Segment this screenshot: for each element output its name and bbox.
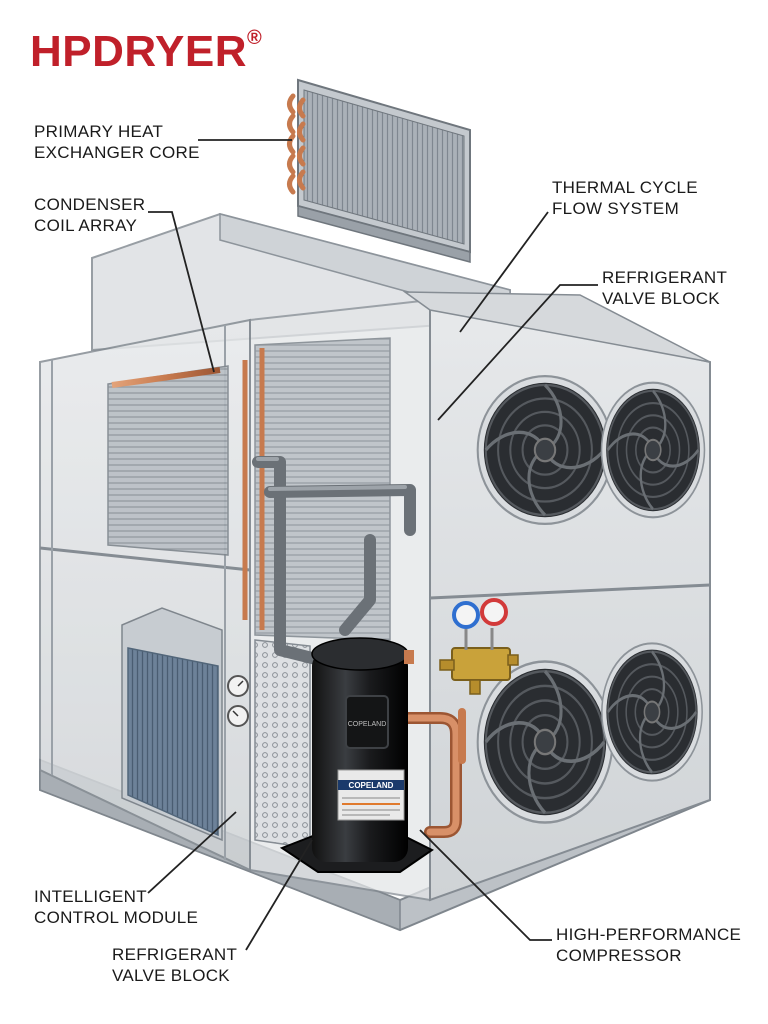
leader-refrigerant-valve-bottom (245, 839, 313, 951)
upper-left-fan (475, 374, 615, 526)
grey-pipework (252, 456, 416, 666)
label-line: PRIMARY HEAT (34, 122, 164, 141)
condenser-coil-array (107, 365, 229, 556)
blue-pressure-gauge (452, 601, 480, 629)
label-line: COMPRESSOR (556, 946, 682, 965)
refrigerant-valve-block (439, 598, 519, 695)
side-gauges (227, 675, 249, 727)
leader-refrigerant-valve-top (437, 284, 598, 421)
label-primary-heat-exchanger: PRIMARY HEAT EXCHANGER CORE (34, 121, 200, 163)
label-line: THERMAL CYCLE (552, 178, 698, 197)
label-line: CONTROL MODULE (34, 908, 199, 927)
leader-thermal-cycle (459, 211, 549, 333)
lower-right-fan (600, 641, 704, 783)
label-line: CONDENSER (34, 195, 146, 214)
primary-heat-exchanger-core (287, 78, 471, 263)
label-refrigerant-valve-block-bottom: REFRIGERANT VALVE BLOCK (112, 944, 237, 986)
brand-logo: HPDRYER® (30, 27, 263, 76)
compressor-label-brand: COPELAND (349, 781, 394, 790)
mesh-panel (254, 639, 311, 849)
label-high-performance-compressor: HIGH-PERFORMANCE COMPRESSOR (556, 924, 741, 966)
red-pressure-gauge (480, 598, 508, 626)
leader-compressor (419, 829, 552, 941)
control-module-coil (121, 607, 223, 842)
label-line: REFRIGERANT (602, 268, 728, 287)
label-line: VALVE BLOCK (602, 289, 720, 308)
leader-intelligent-control (147, 811, 237, 894)
label-line: INTELLIGENT (34, 887, 147, 906)
label-refrigerant-valve-block-top: REFRIGERANT VALVE BLOCK (602, 267, 727, 309)
label-intelligent-control-module: INTELLIGENT CONTROL MODULE (34, 886, 198, 928)
label-line: COIL ARRAY (34, 216, 138, 235)
label-line: EXCHANGER CORE (34, 143, 200, 162)
label-line: FLOW SYSTEM (552, 199, 680, 218)
label-line: VALVE BLOCK (112, 966, 230, 985)
label-line: REFRIGERANT (112, 945, 238, 964)
high-performance-compressor: COPELAND COPELAND (279, 637, 434, 873)
compressor-small-brand: COPELAND (348, 721, 387, 728)
registered-mark: ® (247, 27, 263, 49)
leader-condenser-coil (148, 211, 215, 373)
leader-lines (147, 139, 598, 951)
upper-right-fan (599, 381, 707, 519)
lower-left-fan (475, 659, 615, 825)
brand-name: HPDRYER (30, 27, 248, 76)
label-condenser-coil-array: CONDENSER COIL ARRAY (34, 194, 145, 236)
compressor-copper-loop (399, 708, 466, 838)
label-thermal-cycle-flow-system: THERMAL CYCLE FLOW SYSTEM (552, 177, 698, 219)
label-line: HIGH-PERFORMANCE (556, 925, 742, 944)
